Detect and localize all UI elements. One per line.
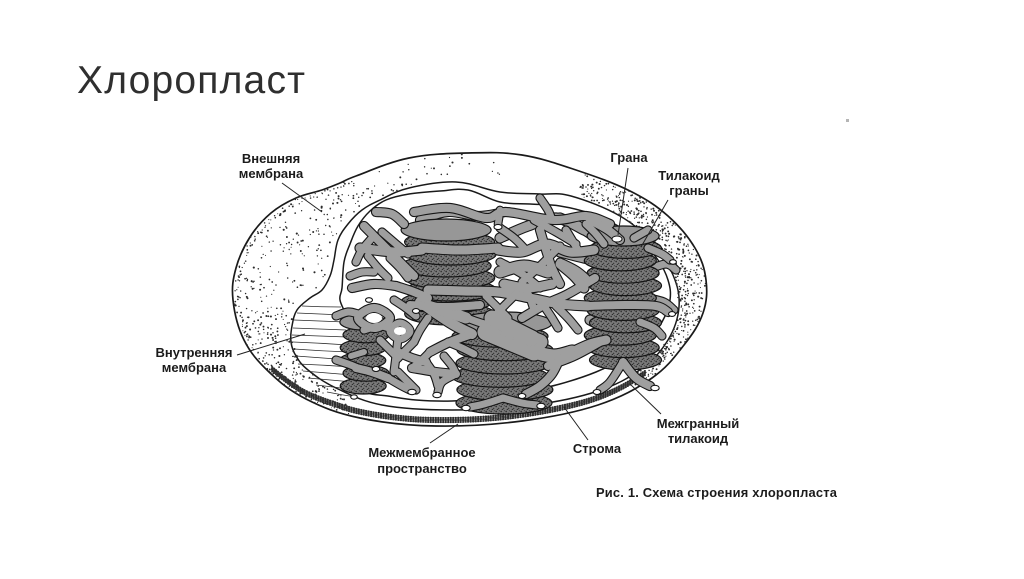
svg-text:мембрана: мембрана: [239, 166, 304, 181]
svg-text:Хлоропласт: Хлоропласт: [77, 59, 306, 102]
svg-text:Межгранный: Межгранный: [657, 416, 740, 431]
svg-text:мембрана: мембрана: [162, 360, 227, 375]
svg-text:Внутренняя: Внутренняя: [155, 345, 232, 360]
svg-text:граны: граны: [669, 183, 709, 198]
svg-text:Тилакоид: Тилакоид: [658, 168, 720, 183]
svg-text:Грана: Грана: [610, 150, 648, 165]
svg-text:Внешняя: Внешняя: [242, 151, 300, 166]
svg-text:пространство: пространство: [377, 461, 467, 476]
svg-text:Рис. 1. Схема строения хлоропл: Рис. 1. Схема строения хлоропласта: [596, 485, 838, 500]
svg-text:Строма: Строма: [573, 441, 622, 456]
svg-text:Межмембранное: Межмембранное: [368, 445, 475, 460]
svg-text:тилакоид: тилакоид: [668, 431, 729, 446]
